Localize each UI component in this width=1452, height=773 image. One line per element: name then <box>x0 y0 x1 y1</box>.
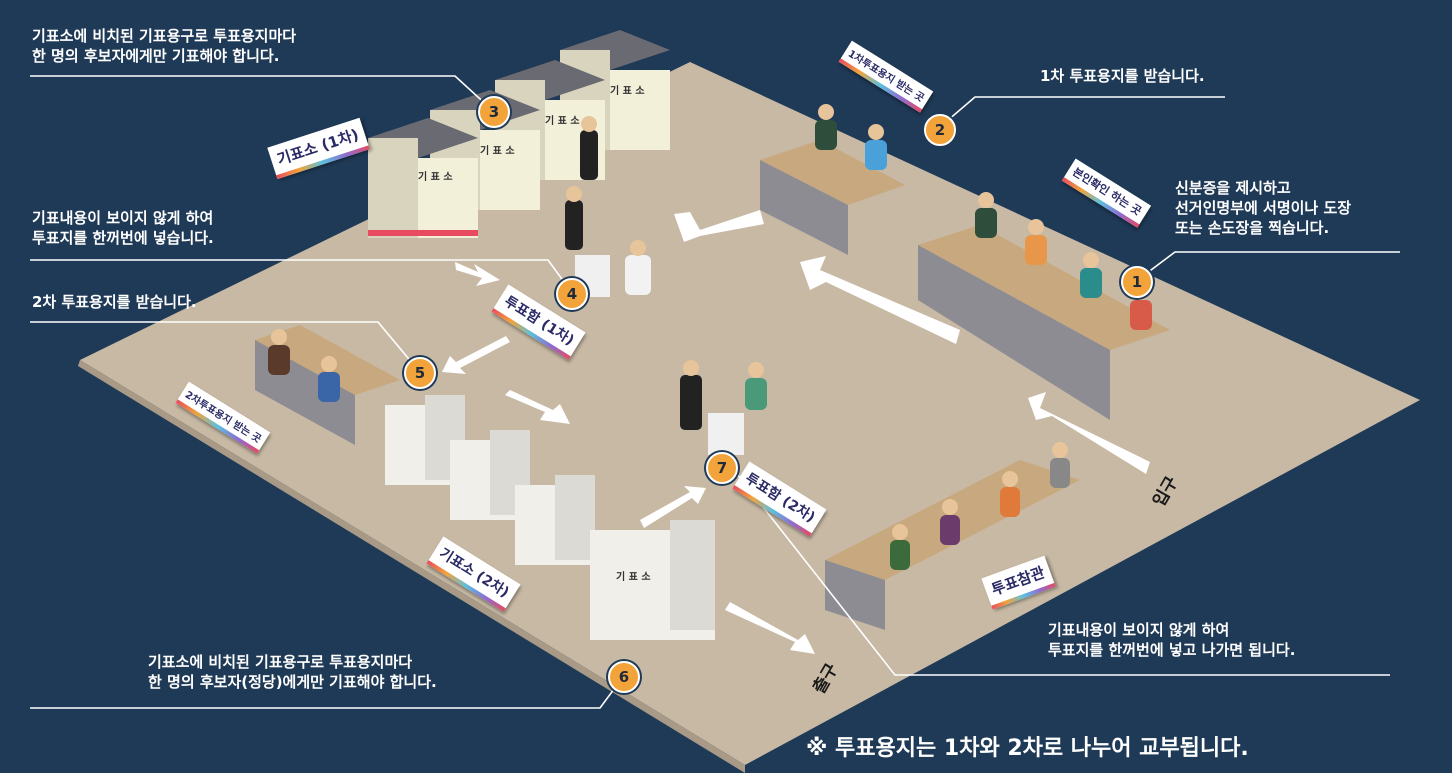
caption-step2: 1차 투표용지를 받습니다. <box>1040 66 1205 86</box>
caption-line: 1차 투표용지를 받습니다. <box>1040 67 1205 85</box>
caption-step5: 2차 투표용지를 받습니다. <box>32 292 197 312</box>
caption-line: 투표지를 한꺼번에 넣고 나가면 됩니다. <box>1048 641 1296 659</box>
arrow-to-box2 <box>640 486 706 528</box>
caption-line: 또는 손도장을 찍습니다. <box>1175 219 1330 237</box>
step-number-3: 3 <box>478 96 510 128</box>
step-number-4: 4 <box>556 278 588 310</box>
caption-step1: 신분증을 제시하고 선거인명부에 서명이나 도장 또는 손도장을 찍습니다. <box>1175 178 1351 238</box>
caption-line: 기표내용이 보이지 않게 하여 <box>32 209 214 227</box>
caption-line: 2차 투표용지를 받습니다. <box>32 293 197 311</box>
booth-panel-label: 기 표 소 <box>545 116 580 127</box>
caption-step4: 기표내용이 보이지 않게 하여 투표지를 한꺼번에 넣습니다. <box>32 208 214 248</box>
arrow-upper-left <box>674 210 764 242</box>
step-number-5: 5 <box>404 357 436 389</box>
caption-step7: 기표내용이 보이지 않게 하여 투표지를 한꺼번에 넣고 나가면 됩니다. <box>1048 620 1295 660</box>
leader-lines <box>30 75 1400 709</box>
step-number-6: 6 <box>608 661 640 693</box>
caption-step6: 기표소에 비치된 기표용구로 투표용지마다 한 명의 후보자(정당)에게만 기표… <box>148 652 437 692</box>
booth-panel-label: 기 표 소 <box>610 86 645 97</box>
caption-line: 한 명의 후보자에게만 기표해야 합니다. <box>32 47 280 65</box>
arrow-to-box1 <box>455 262 500 286</box>
booth-panel-label: 기 표 소 <box>418 172 453 183</box>
caption-line: 한 명의 후보자(정당)에게만 기표해야 합니다. <box>148 673 437 691</box>
ballot-box-2-shape <box>708 413 744 455</box>
step-number-1: 1 <box>1121 266 1153 298</box>
step-number-2: 2 <box>924 114 956 146</box>
arrow-entrance <box>1028 392 1150 474</box>
arrow-to-step5 <box>442 336 510 374</box>
caption-line: 기표내용이 보이지 않게 하여 <box>1048 621 1230 639</box>
caption-line: 신분증을 제시하고 <box>1175 179 1291 197</box>
arrow-to-booth2 <box>505 390 570 424</box>
step-number-7: 7 <box>706 452 738 484</box>
caption-line: 투표지를 한꺼번에 넣습니다. <box>32 229 214 247</box>
caption-step3: 기표소에 비치된 기표용구로 투표용지마다 한 명의 후보자에게만 기표해야 합… <box>32 26 296 66</box>
booth-panel-label: 기 표 소 <box>616 572 651 583</box>
booth-panel-label: 기 표 소 <box>480 146 515 157</box>
booths-second-round <box>385 395 715 640</box>
arrow-exit <box>725 602 815 654</box>
caption-line: 기표소에 비치된 기표용구로 투표용지마다 <box>148 653 413 671</box>
flow-arrows <box>442 210 1150 654</box>
arrow-to-step1 <box>800 256 960 344</box>
footnote: ※ 투표용지는 1차와 2차로 나누어 교부됩니다. <box>806 736 1249 761</box>
caption-line: 선거인명부에 서명이나 도장 <box>1175 199 1352 217</box>
caption-line: 기표소에 비치된 기표용구로 투표용지마다 <box>32 27 297 45</box>
tables <box>255 140 1170 630</box>
